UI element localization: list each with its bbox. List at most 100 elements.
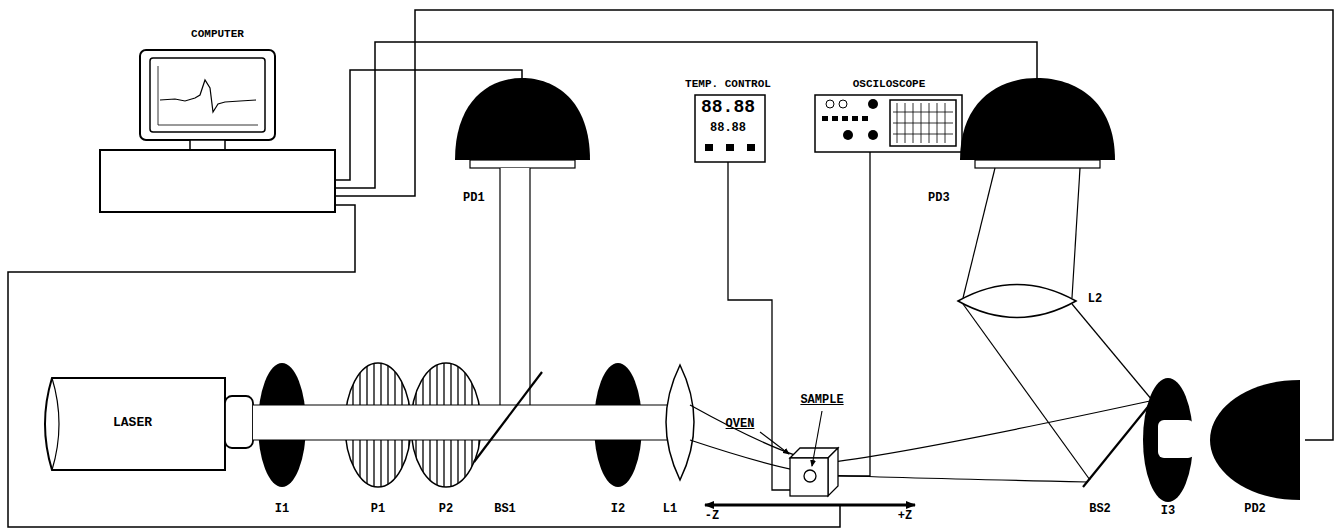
oven <box>790 458 828 496</box>
oscilloscope <box>862 116 868 121</box>
signal-cable <box>335 70 522 180</box>
reflected-beam <box>1072 168 1080 298</box>
temperature-controller <box>705 144 713 151</box>
component-label: OVEN <box>726 418 755 431</box>
oscilloscope <box>815 95 962 152</box>
laser-beam <box>253 439 667 440</box>
iris <box>1143 378 1194 502</box>
component-label: SAMPLE <box>800 394 843 407</box>
laser-beam <box>499 168 500 405</box>
photodetector <box>1210 380 1300 500</box>
computer-monitor <box>158 125 258 126</box>
photodetector <box>470 160 575 168</box>
oscilloscope <box>893 103 953 143</box>
computer-monitor <box>160 80 256 112</box>
reflected-beam <box>963 168 995 298</box>
oscilloscope <box>890 100 956 146</box>
node-title: COMPUTER <box>100 28 335 40</box>
lens <box>666 365 694 480</box>
photodetector-pd1: PD1 <box>455 78 590 208</box>
component-label: P1 <box>371 503 385 516</box>
component-label: -Z <box>705 510 719 523</box>
node-title: PD3 <box>928 192 950 205</box>
computer-monitor <box>158 66 159 125</box>
component-label: L1 <box>663 503 677 516</box>
oscilloscope-wire <box>838 152 870 476</box>
oscilloscope <box>842 116 848 121</box>
focused-beam <box>690 401 1150 482</box>
photodetector <box>1210 380 1300 500</box>
display-digits: 88.88 <box>678 98 778 118</box>
focused-beam <box>690 401 1150 463</box>
oscilloscope <box>843 130 853 140</box>
laser <box>52 378 59 470</box>
leader-line <box>812 411 822 466</box>
computer-monitor <box>150 58 265 132</box>
lens <box>666 365 694 480</box>
oscilloscope: OSCILOSCOPE <box>815 78 963 153</box>
component-label: L2 <box>1088 293 1102 306</box>
leader-line <box>760 432 789 454</box>
component-label: BS2 <box>1089 503 1111 516</box>
oscilloscope <box>852 116 858 121</box>
photodetector <box>975 160 1100 168</box>
temperature-controller <box>747 144 755 151</box>
stage-wire <box>8 205 840 527</box>
oscilloscope <box>832 116 838 121</box>
display-digits: 88.88 <box>678 122 778 135</box>
iris <box>1158 420 1194 458</box>
oven <box>804 470 816 482</box>
iris <box>1143 378 1193 502</box>
computer-monitor <box>140 50 275 150</box>
focused-beam <box>690 440 1088 482</box>
signal-cable <box>335 10 1333 440</box>
laser-beam <box>253 405 667 440</box>
laser: LASER <box>40 378 225 470</box>
node-title: LASER <box>40 416 225 430</box>
node-title: OSCILOSCOPE <box>815 78 963 90</box>
photodetector-pd2: PD2 <box>1205 378 1305 523</box>
oven <box>828 448 838 496</box>
laser-beam <box>500 168 530 408</box>
laser <box>225 396 253 448</box>
computer-base <box>100 150 335 212</box>
computer-monitor <box>190 140 225 150</box>
component-label: I1 <box>275 503 289 516</box>
component-label: I3 <box>1161 505 1175 518</box>
photodetector <box>455 78 590 168</box>
reflected-beam <box>1072 304 1152 400</box>
computer-base <box>100 150 335 212</box>
laser-beam <box>253 404 667 405</box>
photodetector <box>455 78 590 160</box>
photodetector <box>960 78 1115 160</box>
component-label: I2 <box>611 503 625 516</box>
oscilloscope <box>815 95 962 152</box>
node-title: PD2 <box>1205 503 1305 516</box>
beam-splitter <box>474 372 542 462</box>
reflected-beam <box>963 304 1090 480</box>
component-label: BS1 <box>494 503 516 516</box>
oscilloscope <box>826 100 834 108</box>
laser-beam <box>253 168 667 440</box>
computer-monitor <box>140 50 275 140</box>
computer: COMPUTER <box>100 28 335 214</box>
oscilloscope <box>868 130 878 140</box>
translation-arrow <box>705 504 915 507</box>
oscilloscope <box>868 99 878 109</box>
component-label: +Z <box>898 510 912 523</box>
signal-cable <box>335 42 1037 188</box>
lens <box>958 285 1076 318</box>
node-title: TEMP. CONTROL <box>678 78 778 90</box>
oscilloscope <box>822 116 828 121</box>
photodetector <box>960 78 1115 168</box>
lens <box>958 285 1076 318</box>
temperature-controller: TEMP. CONTROL 88.88 88.88 <box>678 78 778 163</box>
temperature-controller <box>726 144 734 151</box>
oscilloscope <box>839 100 847 108</box>
node-title: PD1 <box>463 192 485 205</box>
reflected-beam <box>963 168 1152 480</box>
photodetector-pd3: PD3 <box>960 78 1115 208</box>
